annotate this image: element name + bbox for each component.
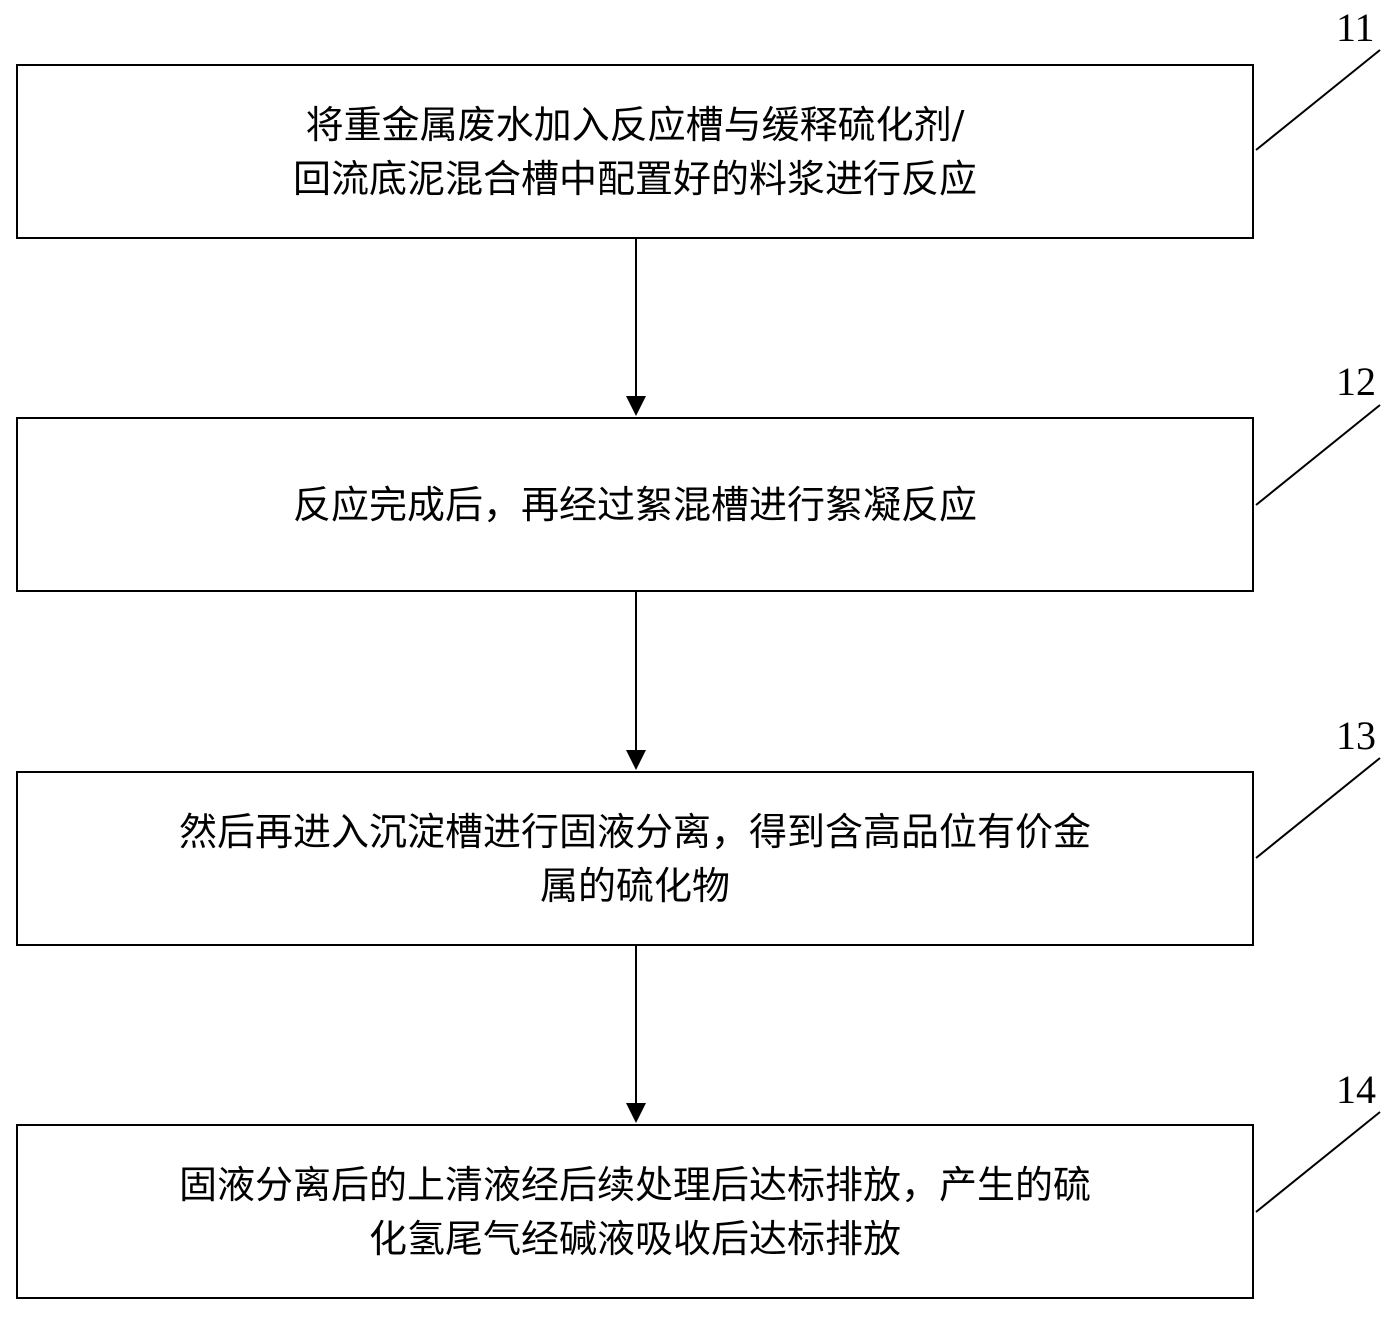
step-box-14: 固液分离后的上清液经后续处理后达标排放，产生的硫 化氢尾气经碱液吸收后达标排放: [16, 1124, 1254, 1299]
step-text-13: 然后再进入沉淀槽进行固液分离，得到含高品位有价金 属的硫化物: [178, 809, 1091, 908]
arrow-11-to-12: [626, 239, 646, 416]
step-number-11: 11: [1336, 5, 1375, 50]
step-box-13: 然后再进入沉淀槽进行固液分离，得到含高品位有价金 属的硫化物: [16, 771, 1254, 946]
leader-line-12: [1255, 404, 1381, 506]
step-text-14: 固液分离后的上清液经后续处理后达标排放，产生的硫 化氢尾气经碱液吸收后达标排放: [178, 1162, 1091, 1261]
step-text-12: 反应完成后，再经过絮混槽进行絮凝反应: [292, 482, 977, 527]
arrow-13-to-14: [626, 946, 646, 1123]
step-number-13: 13: [1336, 713, 1376, 758]
leader-line-14: [1255, 1111, 1381, 1213]
step-box-11: 将重金属废水加入反应槽与缓释硫化剂/ 回流底泥混合槽中配置好的料浆进行反应: [16, 64, 1254, 239]
step-number-12: 12: [1336, 359, 1376, 404]
step-text-11: 将重金属废水加入反应槽与缓释硫化剂/ 回流底泥混合槽中配置好的料浆进行反应: [292, 102, 977, 201]
arrow-12-to-13: [626, 592, 646, 770]
leader-line-13: [1255, 757, 1381, 859]
step-number-14: 14: [1336, 1067, 1376, 1112]
leader-line-11: [1255, 49, 1381, 151]
step-box-12: 反应完成后，再经过絮混槽进行絮凝反应: [16, 417, 1254, 592]
